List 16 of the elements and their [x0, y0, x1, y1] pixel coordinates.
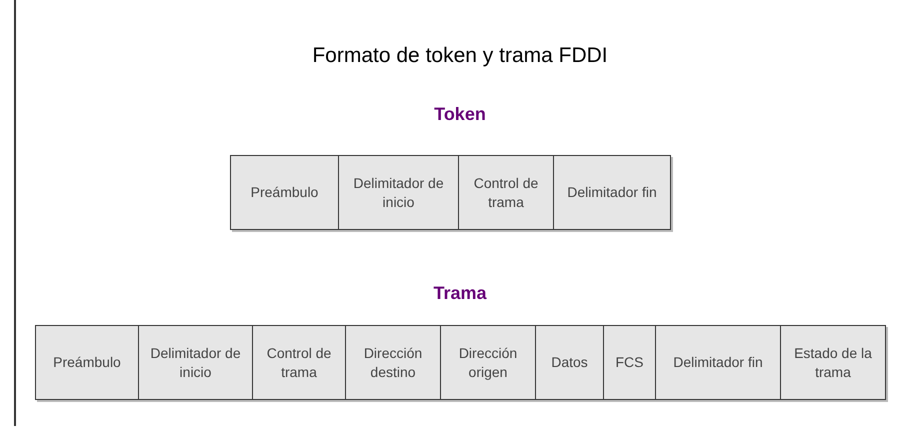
frame-field: Delimitador de inicio	[338, 155, 459, 230]
frame-field: Control de trama	[252, 325, 346, 400]
frame-field: Delimitador de inicio	[138, 325, 253, 400]
diagram-title: Formato de token y trama FDDI	[311, 44, 609, 68]
frame-field: Dirección destino	[345, 325, 441, 400]
frame-field: Preámbulo	[35, 325, 139, 400]
section-heading: Token	[433, 104, 487, 125]
frame-field: Preámbulo	[230, 155, 339, 230]
frame-field: Datos	[535, 325, 604, 400]
frame-field: Delimitador fin	[655, 325, 781, 400]
frame-field: Delimitador fin	[553, 155, 671, 230]
frame-field: Control de trama	[458, 155, 554, 230]
frame-field: FCS	[603, 325, 656, 400]
section-heading: Trama	[432, 283, 488, 304]
frame-field: Dirección origen	[440, 325, 536, 400]
frame-field: Estado de la trama	[780, 325, 886, 400]
